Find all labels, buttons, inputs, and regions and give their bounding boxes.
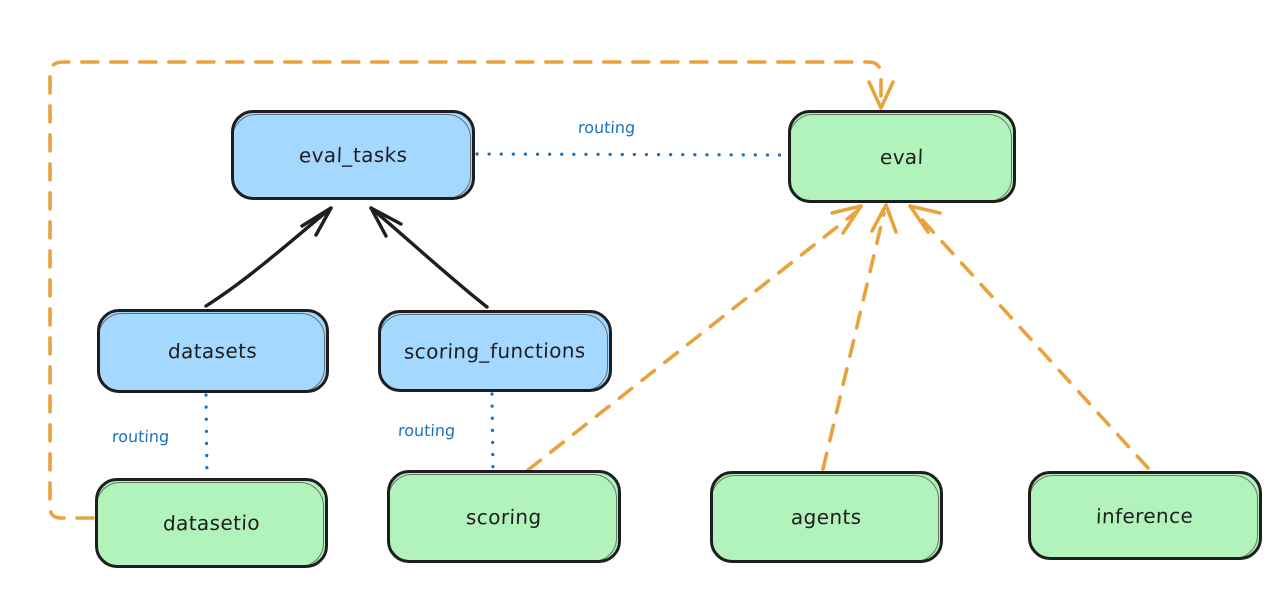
edge-scoring_functions-to-scoring [490, 392, 495, 472]
edge-inference-to-eval [908, 204, 1150, 470]
edge-datasets-to-eval_tasks [204, 206, 333, 308]
edge-agents-to-eval [821, 203, 898, 471]
edge-datasetio-to-eval [48, 60, 895, 520]
node-datasets[interactable]: datasets [97, 309, 329, 393]
node-label: eval_tasks [298, 142, 408, 168]
node-label: agents [790, 504, 863, 530]
node-label: eval [879, 144, 925, 169]
node-label: datasetio [162, 510, 261, 536]
edge-eval_tasks-to-eval [475, 152, 788, 157]
edge-label-routing-datasets-datasetio: routing [111, 427, 170, 446]
edge-scoring-to-eval [526, 204, 863, 472]
node-label: inference [1095, 503, 1195, 528]
node-eval-tasks[interactable]: eval_tasks [231, 110, 475, 200]
node-scoring[interactable]: scoring [387, 470, 621, 563]
node-scoring-functions[interactable]: scoring_functions [378, 310, 612, 392]
node-label: scoring_functions [403, 338, 587, 364]
node-label: datasets [167, 338, 259, 364]
edge-scoring_functions-to-eval_tasks [369, 206, 489, 309]
node-eval[interactable]: eval [788, 110, 1016, 203]
node-datasetio[interactable]: datasetio [95, 478, 328, 568]
edge-label-routing-eval-tasks-eval: routing [577, 118, 636, 137]
node-inference[interactable]: inference [1028, 471, 1262, 560]
edge-datasets-to-datasetio [204, 393, 209, 479]
node-label: scoring [465, 504, 543, 529]
node-agents[interactable]: agents [710, 471, 943, 563]
edge-label-routing-scoring-functions-scoring: routing [397, 421, 456, 440]
